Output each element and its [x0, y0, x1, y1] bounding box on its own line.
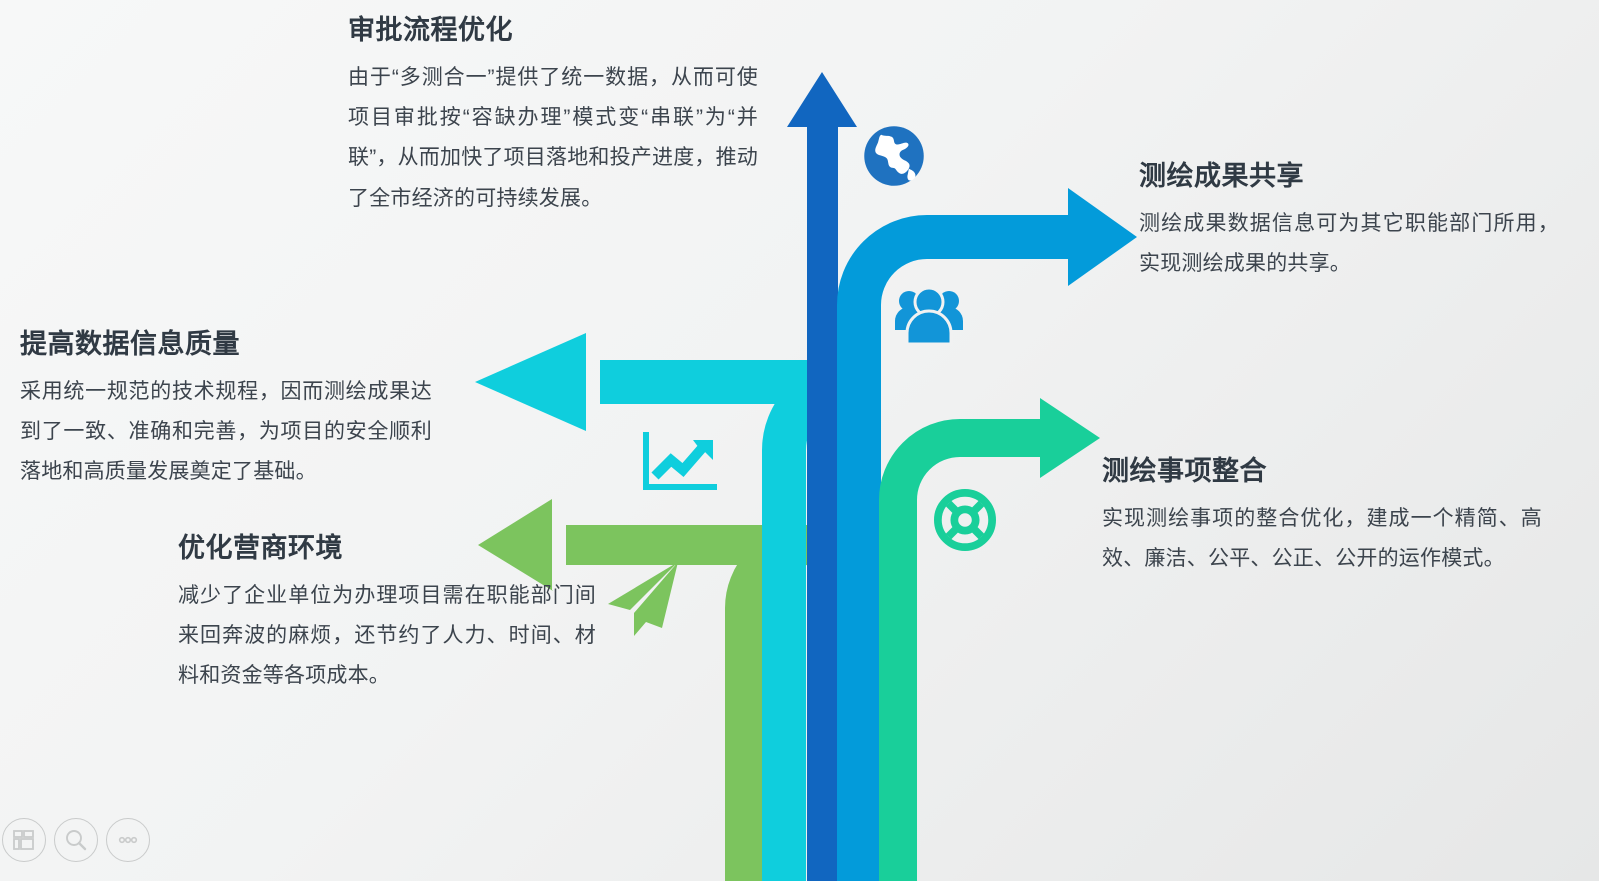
globe-icon [864, 126, 924, 186]
people-group-icon [895, 286, 963, 346]
block-quality-title: 提高数据信息质量 [20, 329, 240, 359]
bottom-toolbar [0, 818, 150, 862]
block-share-title: 测绘成果共享 [1139, 161, 1304, 191]
block-approval-body: 由于“多测合一”提供了统一数据，从而可使项目审批按“容缺办理”模式变“串联”为“… [348, 65, 758, 210]
layout-panels-icon [13, 830, 34, 850]
paper-plane-icon [608, 562, 678, 636]
more-options-button[interactable] [106, 818, 150, 862]
block-share: 测绘成果共享 测绘成果数据信息可为其它职能部门所用，实现测绘成果的共享。 [1139, 160, 1559, 284]
block-share-body: 测绘成果数据信息可为其它职能部门所用，实现测绘成果的共享。 [1139, 211, 1559, 276]
search-icon [66, 830, 87, 851]
block-merge-body: 实现测绘事项的整合优化，建成一个精简、高效、廉洁、公平、公正、公开的运作模式。 [1102, 506, 1542, 571]
block-approval: 审批流程优化 由于“多测合一”提供了统一数据，从而可使项目审批按“容缺办理”模式… [348, 14, 758, 219]
arrow-up-approval [787, 72, 857, 881]
block-business: 优化营商环境 减少了企业单位为办理项目需在职能部门间来回奔波的麻烦，还节约了人力… [178, 532, 596, 697]
block-quality-body: 采用统一规范的技术规程，因而测绘成果达到了一致、准确和完善，为项目的安全顺利落地… [20, 379, 432, 484]
layout-panels-button[interactable] [2, 818, 46, 862]
search-button[interactable] [54, 818, 98, 862]
block-quality: 提高数据信息质量 采用统一规范的技术规程，因而测绘成果达到了一致、准确和完善，为… [20, 328, 432, 493]
lifebuoy-icon [934, 489, 996, 551]
block-merge: 测绘事项整合 实现测绘事项的整合优化，建成一个精简、高效、廉洁、公平、公正、公开… [1102, 455, 1542, 579]
more-options-icon [118, 836, 138, 844]
arrow-right-merge [879, 398, 1100, 881]
block-business-title: 优化营商环境 [178, 533, 343, 563]
growth-chart-icon [643, 432, 717, 490]
block-merge-title: 测绘事项整合 [1102, 456, 1267, 486]
block-approval-title: 审批流程优化 [348, 15, 513, 45]
block-business-body: 减少了企业单位为办理项目需在职能部门间来回奔波的麻烦，还节约了人力、时间、材料和… [178, 583, 596, 688]
arrow-right-share [837, 188, 1137, 881]
